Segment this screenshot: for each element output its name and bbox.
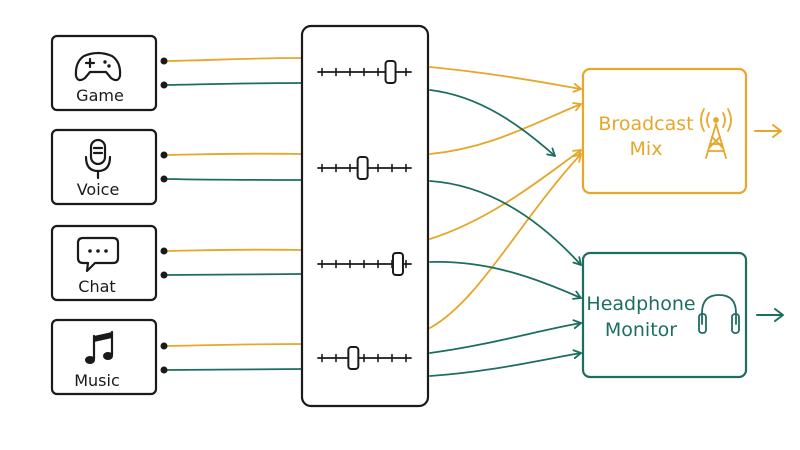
source-label: Chat [78,277,115,296]
source-game[interactable]: Game [50,34,168,112]
fader-channel [317,346,412,370]
broadcast-signal-wire [166,343,303,347]
output-jack[interactable] [160,366,168,374]
fader-knob[interactable] [384,60,397,84]
fader-knob[interactable] [347,346,360,370]
fader-channel [317,156,412,180]
broadcast-signal-wire [166,152,303,156]
source-label: Voice [77,180,120,199]
output-broadcast-mix[interactable]: Broadcast Mix [581,67,782,195]
output-headphone-monitor[interactable]: Headphone Monitor [581,251,784,379]
source-label: Music [74,371,120,390]
fader-knob[interactable] [391,252,404,276]
output-arrow-icon [756,308,784,322]
mixer-panel [300,24,430,408]
monitor-signal-wire [429,349,582,377]
music-note-icon [85,330,114,364]
monitor-signal-wire [166,82,303,86]
headphones-icon [698,294,740,334]
microphone-icon [84,138,112,180]
output-jack[interactable] [160,247,168,255]
broadcast-signal-wire [429,149,582,240]
fader-channel [317,60,412,84]
monitor-signal-wire [429,180,582,266]
monitor-signal-wire [429,89,556,157]
output-jack[interactable] [160,151,168,159]
monitor-signal-wire [429,319,582,354]
broadcast-signal-wire [429,66,582,93]
monitor-signal-wire [166,368,303,371]
monitor-signal-wire [166,273,303,276]
output-jack[interactable] [160,81,168,89]
source-voice[interactable]: Voice [50,128,168,206]
fader-channel [317,252,412,276]
fader-knob[interactable] [356,156,369,180]
chat-bubble-icon [76,236,120,273]
output-arrow-icon [754,124,782,138]
broadcast-signal-wire [166,248,303,252]
signal-wires [166,57,582,377]
output-jack[interactable] [160,342,168,350]
output-jack[interactable] [160,175,168,183]
output-jack[interactable] [160,57,168,65]
broadcast-label-line1: Broadcast [598,113,693,135]
source-chat[interactable]: Chat [50,224,168,302]
monitor-label-line1: Headphone [586,293,695,315]
broadcast-signal-wire [429,153,582,329]
source-music[interactable]: Music [50,318,168,396]
source-label: Game [76,86,124,105]
monitor-signal-wire [166,178,303,181]
broadcast-signal-wire [429,102,582,155]
broadcast-label-line2: Mix [630,138,663,160]
monitor-signal-wire [429,261,582,300]
output-jack[interactable] [160,271,168,279]
broadcast-tower-icon [700,108,732,159]
gamepad-icon [74,51,122,82]
monitor-label-line2: Monitor [605,319,677,341]
fader-channels [317,60,412,370]
broadcast-signal-wire [166,57,303,62]
